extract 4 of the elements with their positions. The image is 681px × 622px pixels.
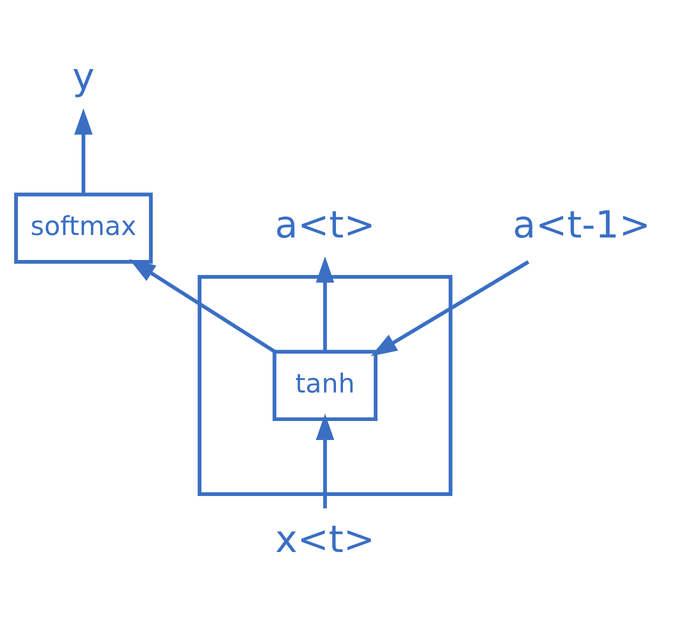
node-text: y [72, 54, 95, 98]
node-text: x<t> [275, 516, 375, 561]
node-text: a<t> [274, 202, 376, 246]
node-text: a<t-1> [512, 202, 650, 246]
